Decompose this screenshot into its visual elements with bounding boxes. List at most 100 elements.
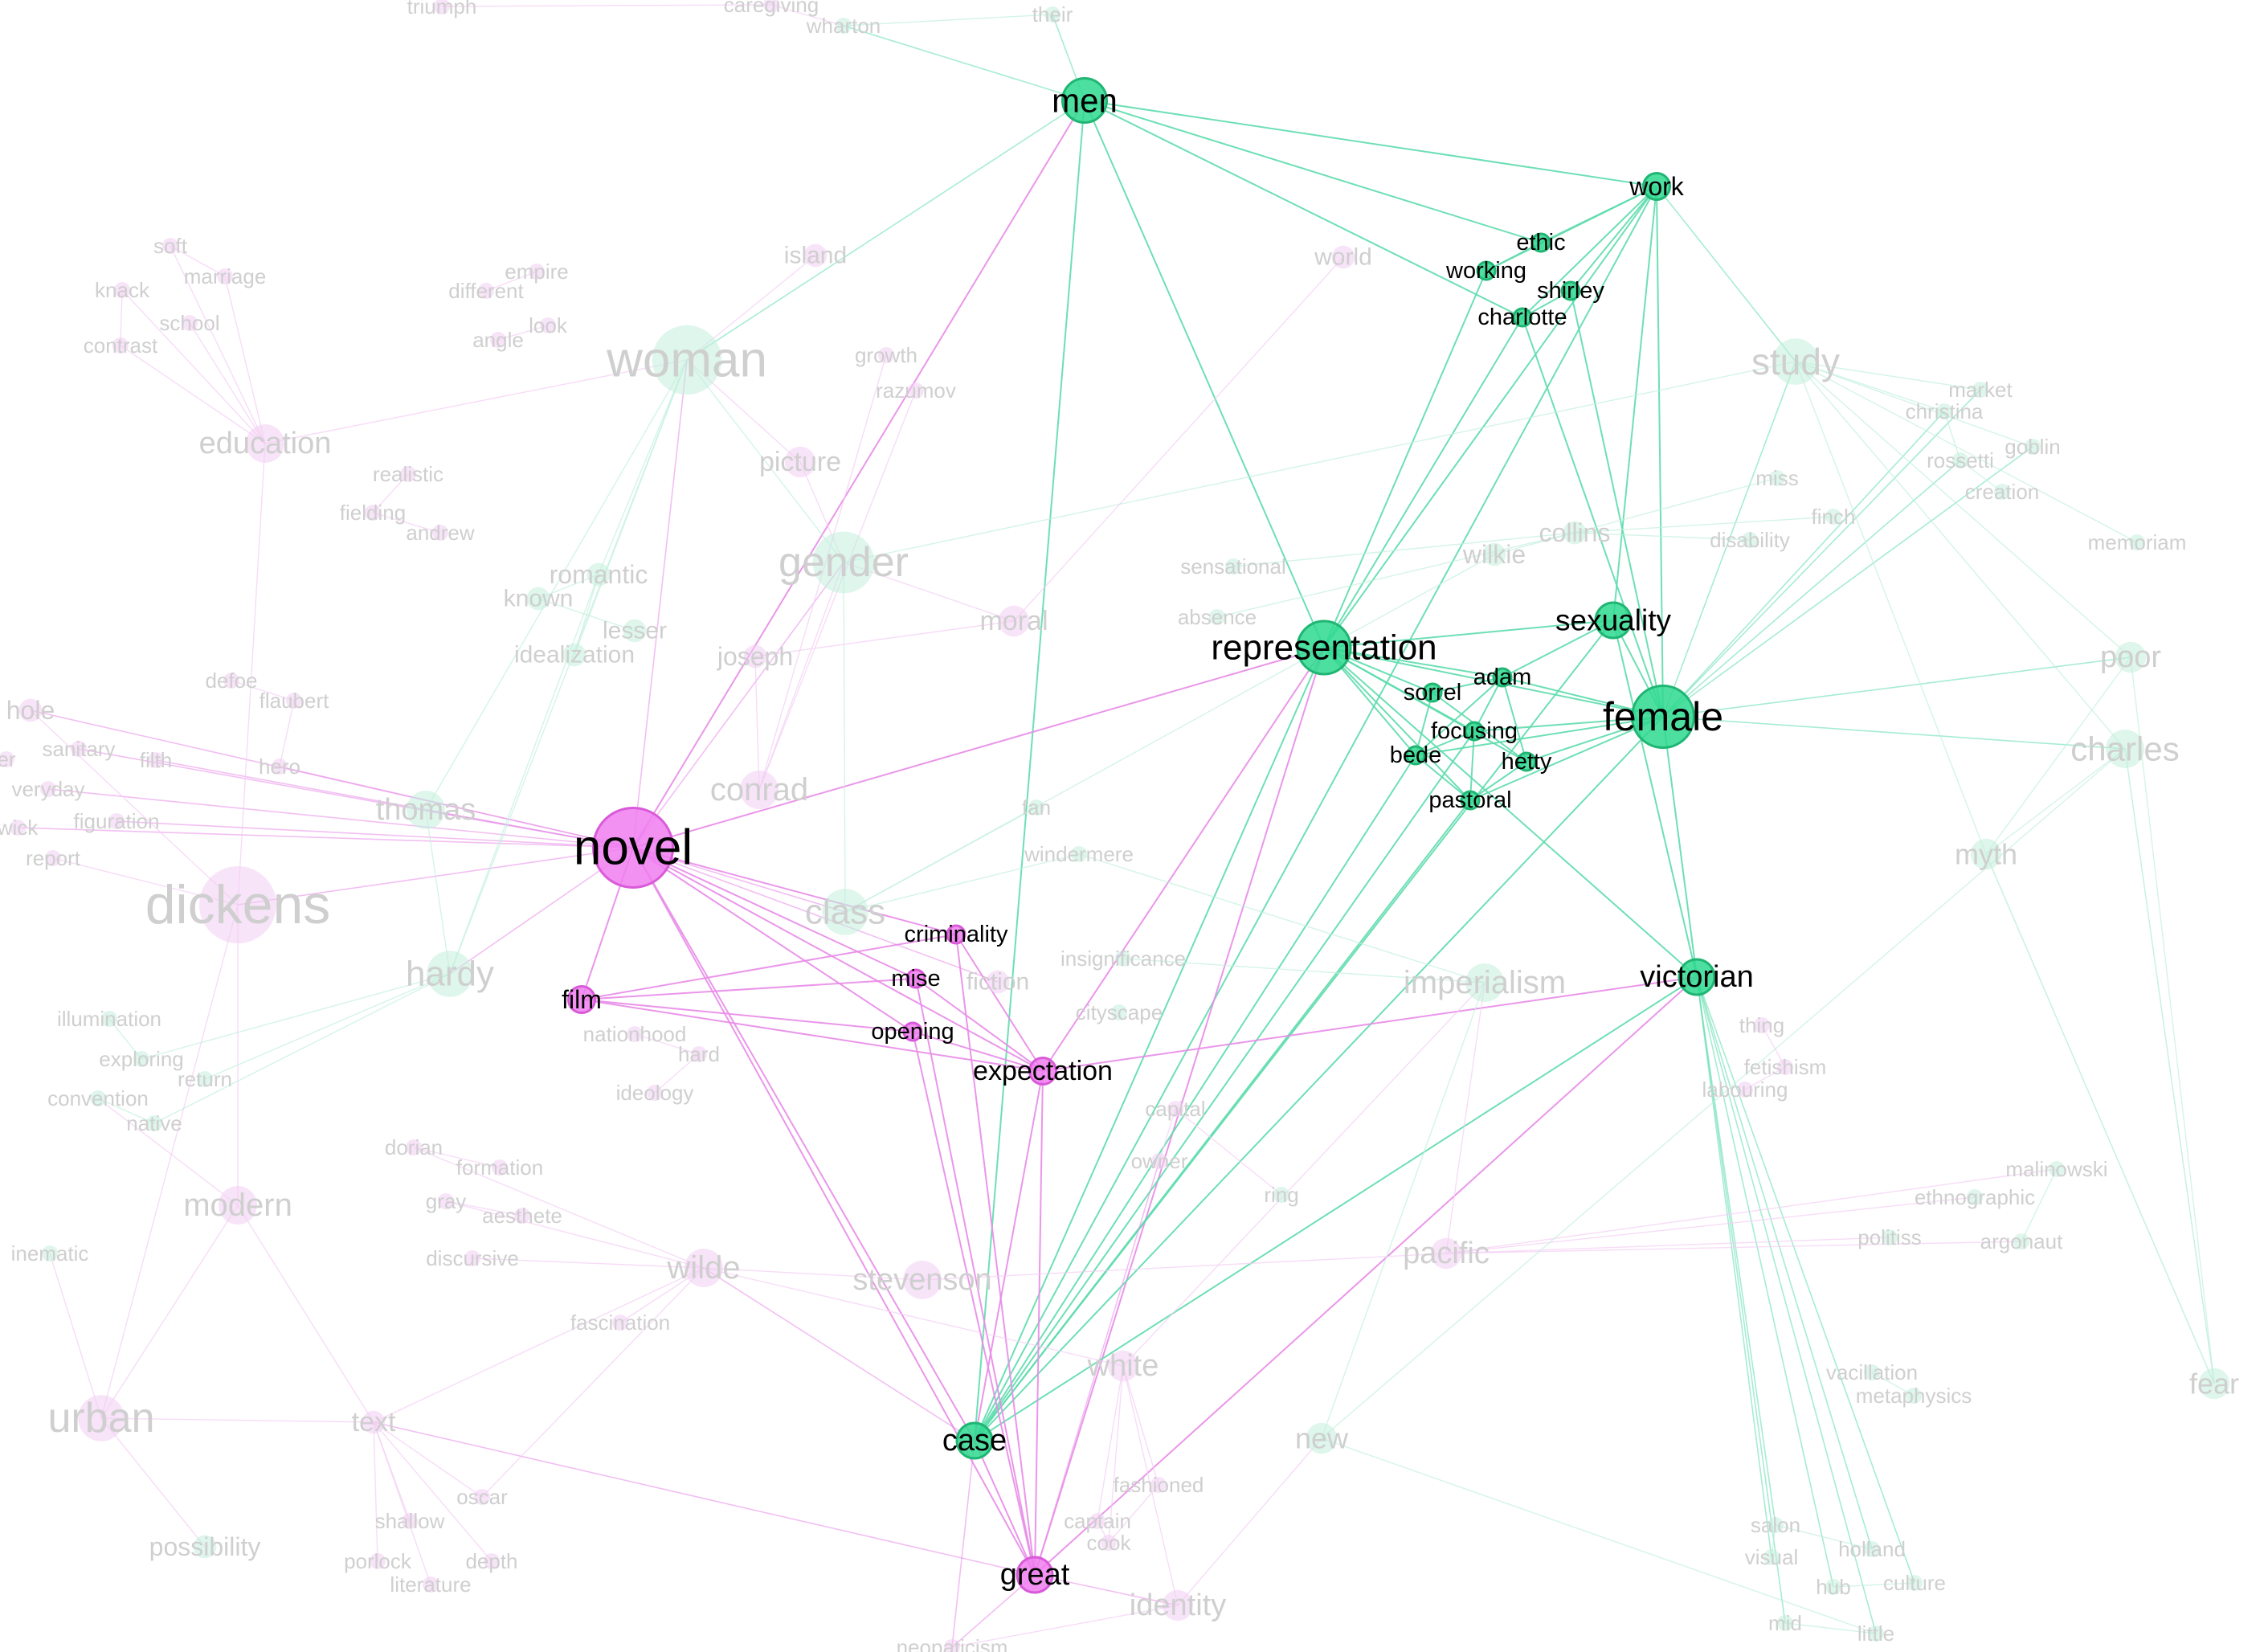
node-possibility-dot[interactable] bbox=[193, 1535, 217, 1559]
node-female[interactable]: female bbox=[1603, 685, 1723, 749]
node-defoe[interactable]: defoe bbox=[205, 669, 257, 693]
node-picture[interactable]: picture bbox=[759, 446, 841, 478]
node-adam[interactable]: adam bbox=[1473, 664, 1532, 690]
node-oscar-dot[interactable] bbox=[474, 1489, 490, 1505]
node-rossetti[interactable]: rossetti bbox=[1927, 448, 1994, 472]
node-fashioned-dot[interactable] bbox=[1150, 1477, 1167, 1493]
node-fan-dot[interactable] bbox=[1028, 799, 1044, 816]
node-woman[interactable]: woman bbox=[606, 325, 767, 395]
node-holland[interactable]: holland bbox=[1838, 1537, 1906, 1561]
node-fashioned[interactable]: fashioned bbox=[1114, 1473, 1204, 1497]
node-politiss[interactable]: politiss bbox=[1857, 1225, 1921, 1249]
node-angle[interactable]: angle bbox=[472, 328, 524, 352]
node-dickens[interactable]: dickens bbox=[145, 866, 331, 943]
node-shallow[interactable]: shallow bbox=[375, 1509, 445, 1533]
node-hero[interactable]: hero bbox=[259, 754, 300, 779]
node-wick-dot[interactable] bbox=[10, 820, 26, 836]
node-conrad-dot[interactable] bbox=[740, 771, 779, 809]
node-filth[interactable]: filth bbox=[140, 748, 172, 772]
node-modern[interactable]: modern bbox=[183, 1186, 292, 1225]
node-representation-dot[interactable] bbox=[1296, 620, 1352, 676]
node-absence[interactable]: absence bbox=[1178, 605, 1257, 629]
node-victorian[interactable]: victorian bbox=[1640, 958, 1754, 996]
node-charlotte-dot[interactable] bbox=[1512, 307, 1533, 328]
node-work-dot[interactable] bbox=[1642, 172, 1671, 201]
node-female-dot[interactable] bbox=[1631, 685, 1695, 749]
node-education[interactable]: education bbox=[199, 424, 332, 463]
node-convention-dot[interactable] bbox=[90, 1090, 106, 1106]
node-capital[interactable]: capital bbox=[1145, 1097, 1205, 1121]
node-pacific[interactable]: pacific bbox=[1403, 1237, 1490, 1270]
node-disability-dot[interactable] bbox=[1742, 532, 1758, 548]
node-empire[interactable]: empire bbox=[505, 260, 568, 284]
node-creation[interactable]: creation bbox=[1965, 480, 2040, 504]
node-native[interactable]: native bbox=[126, 1111, 182, 1135]
node-fetishism[interactable]: fetishism bbox=[1744, 1055, 1827, 1079]
node-imperialism[interactable]: imperialism bbox=[1404, 963, 1566, 1002]
node-realistic-dot[interactable] bbox=[400, 466, 416, 482]
node-poor[interactable]: poor bbox=[2100, 640, 2161, 674]
node-look[interactable]: look bbox=[529, 313, 568, 337]
node-focusing[interactable]: focusing bbox=[1431, 718, 1518, 744]
node-identity-dot[interactable] bbox=[1162, 1589, 1194, 1621]
node-neopaticism-dot[interactable] bbox=[944, 1639, 960, 1652]
node-politiss-dot[interactable] bbox=[1882, 1229, 1898, 1245]
node-new[interactable]: new bbox=[1295, 1422, 1349, 1455]
node-owner[interactable]: owner bbox=[1131, 1149, 1188, 1173]
node-metaphysics[interactable]: metaphysics bbox=[1856, 1384, 1972, 1408]
node-romantic[interactable]: romantic bbox=[550, 560, 648, 589]
node-education-dot[interactable] bbox=[246, 424, 284, 463]
node-hole[interactable]: hole bbox=[6, 696, 55, 725]
node-imperialism-dot[interactable] bbox=[1465, 963, 1504, 1002]
node-their-dot[interactable] bbox=[1044, 6, 1060, 22]
node-mid[interactable]: mid bbox=[1768, 1611, 1802, 1635]
node-hetty[interactable]: hetty bbox=[1502, 749, 1552, 775]
node-capital-dot[interactable] bbox=[1167, 1101, 1183, 1117]
node-picture-dot[interactable] bbox=[784, 446, 816, 478]
node-expectation-dot[interactable] bbox=[1028, 1057, 1057, 1086]
node-marriage-dot[interactable] bbox=[217, 268, 233, 284]
node-realistic[interactable]: realistic bbox=[373, 462, 443, 486]
node-defoe-dot[interactable] bbox=[223, 673, 239, 689]
node-stevenson-dot[interactable] bbox=[903, 1261, 942, 1299]
node-miss-dot[interactable] bbox=[1769, 470, 1785, 486]
node-metaphysics-dot[interactable] bbox=[1906, 1388, 1922, 1404]
node-insignificance[interactable]: insignificance bbox=[1060, 947, 1186, 971]
node-rossetti-dot[interactable] bbox=[1952, 452, 1968, 468]
node-depth-dot[interactable] bbox=[484, 1553, 500, 1569]
node-criminality[interactable]: criminality bbox=[905, 922, 1008, 947]
node-possibility[interactable]: possibility bbox=[149, 1532, 261, 1561]
node-known[interactable]: known bbox=[504, 586, 574, 612]
node-hardy-dot[interactable] bbox=[427, 951, 473, 997]
node-figuration[interactable]: figuration bbox=[74, 809, 160, 833]
node-different-dot[interactable] bbox=[478, 283, 494, 299]
node-their[interactable]: their bbox=[1032, 2, 1073, 27]
node-island-dot[interactable] bbox=[803, 243, 828, 268]
node-knack[interactable]: knack bbox=[95, 278, 150, 302]
node-absence-dot[interactable] bbox=[1209, 609, 1225, 625]
node-sorrel[interactable]: sorrel bbox=[1404, 680, 1462, 705]
node-culture[interactable]: culture bbox=[1883, 1571, 1946, 1595]
node-oscar[interactable]: oscar bbox=[456, 1485, 508, 1509]
node-working[interactable]: working bbox=[1445, 258, 1526, 284]
node-bede[interactable]: bede bbox=[1390, 742, 1442, 768]
node-malinowski[interactable]: malinowski bbox=[2005, 1157, 2107, 1181]
node-urban[interactable]: urban bbox=[48, 1395, 155, 1441]
node-convention[interactable]: convention bbox=[47, 1086, 149, 1110]
node-joseph-dot[interactable] bbox=[743, 644, 767, 669]
node-hard[interactable]: hard bbox=[678, 1042, 720, 1066]
node-pastoral-dot[interactable] bbox=[1460, 790, 1481, 811]
node-andrew[interactable]: andrew bbox=[406, 521, 474, 545]
node-sexuality-dot[interactable] bbox=[1594, 601, 1633, 640]
node-wilde[interactable]: wilde bbox=[666, 1249, 741, 1287]
node-white-dot[interactable] bbox=[1107, 1350, 1139, 1382]
node-hole-dot[interactable] bbox=[18, 698, 43, 722]
node-world-dot[interactable] bbox=[1331, 245, 1355, 269]
node-ethic-dot[interactable] bbox=[1530, 232, 1551, 253]
node-fear[interactable]: fear bbox=[2189, 1368, 2239, 1401]
node-illumination-dot[interactable] bbox=[101, 1011, 117, 1027]
node-look-dot[interactable] bbox=[540, 317, 556, 333]
node-formation-dot[interactable] bbox=[492, 1159, 508, 1176]
node-class[interactable]: class bbox=[805, 889, 885, 935]
node-men-dot[interactable] bbox=[1061, 77, 1108, 124]
